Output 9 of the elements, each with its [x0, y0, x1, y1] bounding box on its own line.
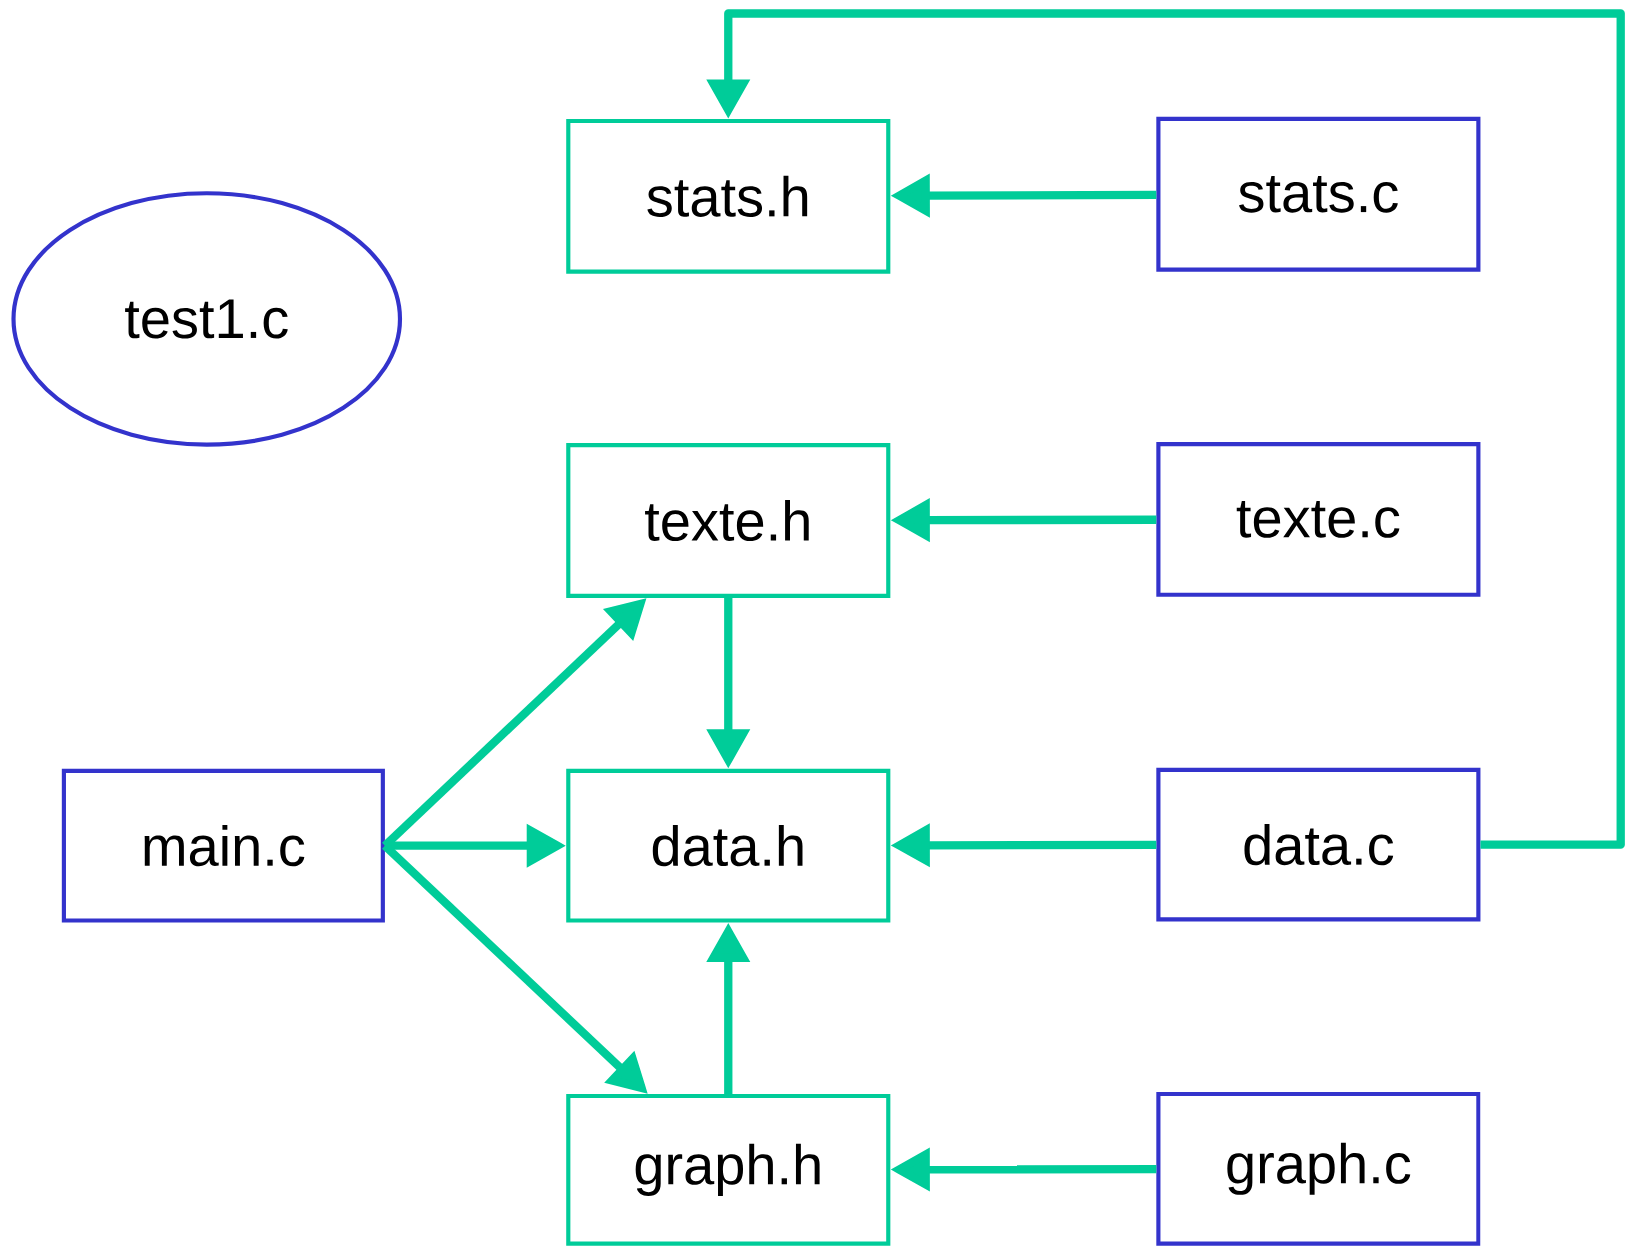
- source-file-box: texte.c: [1156, 442, 1481, 597]
- source-file-box: graph.c: [1156, 1091, 1481, 1246]
- source-file-box: main.c: [61, 768, 385, 923]
- source-file-box: data.c: [1156, 767, 1481, 922]
- source-file-box: stats.c: [1156, 116, 1481, 272]
- header-file-box: graph.h: [566, 1093, 891, 1246]
- header-file-box: texte.h: [566, 443, 891, 598]
- header-file-box: stats.h: [566, 118, 891, 274]
- header-file-box: data.h: [566, 768, 891, 923]
